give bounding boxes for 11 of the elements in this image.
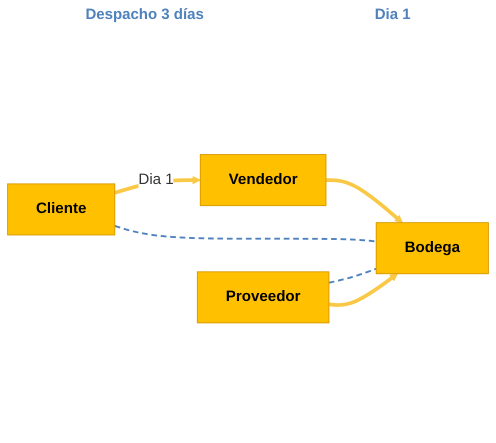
node-box: Vendedor <box>200 154 326 206</box>
node-box: Proveedor <box>196 271 330 324</box>
arrow <box>326 178 403 223</box>
connector <box>114 224 376 242</box>
node-box: Cliente <box>7 183 116 236</box>
node-box: Bodega <box>376 222 489 274</box>
edge-label: Dia 1 <box>138 171 174 188</box>
connector <box>328 268 377 284</box>
note-text: Dia 1 <box>374 6 411 25</box>
arrow <box>328 273 398 307</box>
note-text: Despacho 3 días <box>85 6 204 25</box>
